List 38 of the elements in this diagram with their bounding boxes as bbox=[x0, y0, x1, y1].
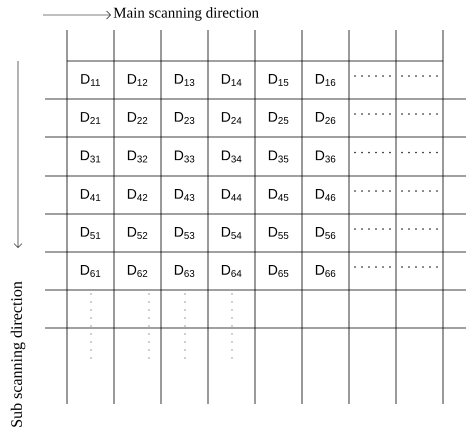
data-label: D$_{46}$ bbox=[316, 189, 336, 201]
data-label: D$_{53}$ bbox=[174, 227, 194, 239]
direction-label: Sub scanning direction bbox=[10, 281, 26, 427]
data-label: D$_{33}$ bbox=[174, 150, 194, 162]
data-label: D$_{21}$ bbox=[80, 112, 100, 124]
data-label: D$_{52}$ bbox=[128, 227, 148, 239]
data-label: D$_{42}$ bbox=[128, 189, 148, 201]
data-label: D$_{32}$ bbox=[128, 150, 148, 162]
data-label: D$_{13}$ bbox=[174, 74, 194, 86]
data-label: D$_{36}$ bbox=[316, 150, 336, 162]
data-label: D$_{34}$ bbox=[222, 150, 242, 162]
data-label: D$_{35}$ bbox=[268, 150, 288, 162]
data-label: D$_{14}$ bbox=[222, 74, 242, 86]
data-label: D$_{66}$ bbox=[316, 265, 336, 277]
data-label: D$_{24}$ bbox=[222, 112, 242, 124]
data-label: D$_{41}$ bbox=[80, 189, 100, 201]
data-label: D$_{11}$ bbox=[81, 74, 100, 86]
data-label: D$_{12}$ bbox=[128, 74, 148, 86]
data-label: D$_{22}$ bbox=[128, 112, 148, 124]
data-label: D$_{55}$ bbox=[268, 227, 288, 239]
data-label: D$_{25}$ bbox=[268, 112, 288, 124]
data-label: D$_{64}$ bbox=[222, 265, 242, 277]
data-label: D$_{15}$ bbox=[268, 74, 288, 86]
data-label: D$_{16}$ bbox=[316, 74, 336, 86]
data-label: D$_{61}$ bbox=[80, 265, 100, 277]
data-label: D$_{43}$ bbox=[174, 189, 194, 201]
data-label: D$_{63}$ bbox=[174, 265, 194, 277]
data-label: D$_{23}$ bbox=[174, 112, 194, 124]
data-label: D$_{45}$ bbox=[268, 189, 288, 201]
data-label: D$_{31}$ bbox=[80, 150, 100, 162]
direction-label: Main scanning direction bbox=[114, 7, 259, 21]
data-label: D$_{65}$ bbox=[268, 265, 288, 277]
data-label: D$_{51}$ bbox=[80, 227, 100, 239]
data-label: D$_{54}$ bbox=[222, 227, 242, 239]
data-label: D$_{62}$ bbox=[128, 265, 148, 277]
data-label: D$_{44}$ bbox=[222, 189, 242, 201]
data-label: D$_{56}$ bbox=[316, 227, 336, 239]
data-label: D$_{26}$ bbox=[316, 112, 336, 124]
